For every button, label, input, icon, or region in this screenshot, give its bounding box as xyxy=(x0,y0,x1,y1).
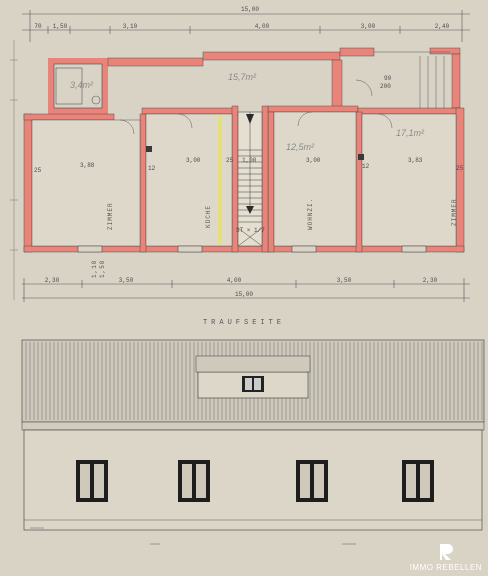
bottom-dim-3: 4,00 xyxy=(227,277,242,284)
wall-mark-2: 12 xyxy=(148,165,156,172)
facade xyxy=(21,421,485,545)
staircase xyxy=(237,111,263,247)
room-width-5: 3,83 xyxy=(408,157,423,164)
roof xyxy=(21,339,485,423)
wall-mark-3: 25 xyxy=(226,157,234,164)
window-mark-1: 1,10 xyxy=(91,260,98,278)
door-swings xyxy=(119,79,393,135)
top-dim-1: 70 xyxy=(34,23,42,30)
wall-mark-1: 25 xyxy=(34,167,42,174)
top-dimension-lines xyxy=(22,10,470,42)
room-name-living: WOHNZI. xyxy=(307,198,314,230)
bath-block xyxy=(48,58,108,114)
area-bedroom: 17,1m² xyxy=(396,128,425,138)
bottom-dim-2: 3,50 xyxy=(119,277,134,284)
bottom-dim-1: 2,30 xyxy=(45,277,60,284)
stair-label: ST × 1/7 xyxy=(236,227,265,234)
door-dim-90: 90 xyxy=(384,75,392,82)
room-name-left: ZIMMER xyxy=(107,202,114,230)
wall-mark-5: 25 xyxy=(456,165,464,172)
top-dim-5: 3,00 xyxy=(361,23,376,30)
elevation-title: TRAUFSEITE xyxy=(203,319,285,327)
room-width-1: 3,88 xyxy=(80,162,95,169)
overall-top-dim: 15,00 xyxy=(241,6,259,13)
room-width-3: 1,00 xyxy=(242,157,257,164)
kitchen-highlight xyxy=(218,116,222,244)
area-bath: 3,4m² xyxy=(70,80,94,90)
area-living: 12,5m² xyxy=(286,142,315,152)
brand-watermark: IMMO REBELLEN xyxy=(410,542,482,572)
immo-rebellen-logo-icon xyxy=(439,544,453,560)
upper-walls xyxy=(107,47,461,109)
overall-bottom-dim: 15,00 xyxy=(235,291,253,298)
room-width-2: 3,00 xyxy=(186,157,201,164)
wall-mark-4: 12 xyxy=(362,163,370,170)
bottom-dim-5: 2,30 xyxy=(423,277,438,284)
window-mark-2: 1,50 xyxy=(99,260,106,278)
bottom-dimension-lines xyxy=(22,278,470,302)
left-margin-lines xyxy=(10,40,18,300)
area-hall: 15,7m² xyxy=(228,72,257,82)
top-dim-4: 4,00 xyxy=(255,23,270,30)
brand-name: IMMO REBELLEN xyxy=(409,563,482,572)
room-width-4: 3,00 xyxy=(306,157,321,164)
room-name-kitchen: KÜCHE xyxy=(205,205,212,228)
bottom-dim-4: 3,50 xyxy=(337,277,352,284)
room-interiors xyxy=(31,111,457,247)
top-dim-3: 3,10 xyxy=(123,23,138,30)
room-name-right: ZIMMER xyxy=(451,198,458,226)
entrance-steps xyxy=(374,51,450,108)
door-dim-200: 200 xyxy=(380,83,391,90)
top-dim-6: 2,40 xyxy=(435,23,450,30)
chimneys xyxy=(146,146,364,160)
window-openings xyxy=(77,245,427,253)
top-dim-2: 1,50 xyxy=(53,23,68,30)
